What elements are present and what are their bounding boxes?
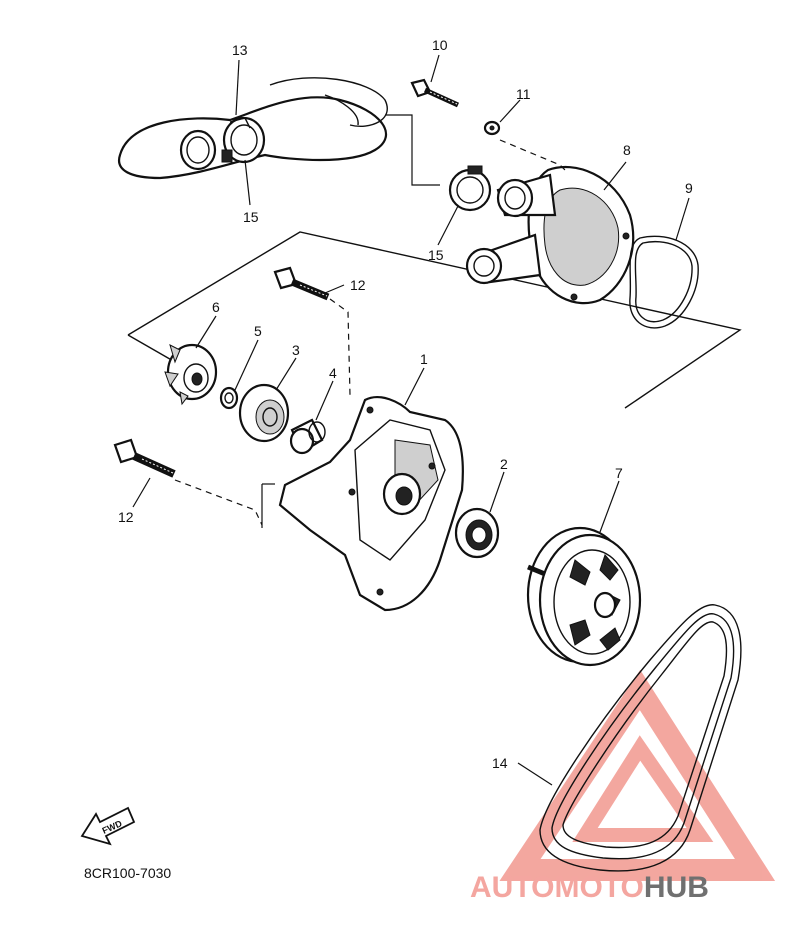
watermark-text: AUTOMOTOHUB	[470, 871, 709, 904]
label-part-5: 5	[254, 323, 262, 339]
part-8-pump-cover	[465, 165, 635, 305]
part-12-bolt-lower	[113, 438, 176, 478]
label-part-8: 8	[623, 142, 631, 158]
label-part-6: 6	[212, 299, 220, 315]
watermark-triangle-icon	[499, 669, 776, 881]
part-15-clamp-lower	[448, 165, 492, 212]
watermark-logo	[499, 669, 776, 881]
label-part-15-upper: 15	[243, 209, 259, 225]
part-13-belt	[539, 604, 742, 872]
part-12-bolt-upper	[273, 266, 330, 301]
assembly-outline	[127, 114, 742, 409]
part-3-seal	[238, 383, 290, 443]
part-labels: 13 15 10 11 8 9 15 12 6 5 3 4 1 2 7 12 1…	[118, 37, 693, 771]
part-5-washer	[219, 386, 239, 410]
part-9-gasket	[629, 235, 699, 329]
drawing-code: 8CR100-7030	[84, 865, 171, 881]
label-part-7: 7	[615, 465, 623, 481]
part-1-pump-housing	[278, 395, 464, 612]
label-part-15-lower: 15	[428, 247, 444, 263]
part-7-pulley	[526, 526, 642, 667]
label-part-10: 10	[432, 37, 448, 53]
label-part-2: 2	[500, 456, 508, 472]
label-part-13: 14	[492, 755, 508, 771]
label-part-14: 13	[232, 42, 248, 58]
label-part-11: 11	[516, 86, 531, 102]
watermark-auto: AUTO	[470, 871, 554, 904]
leader-lines	[132, 54, 690, 786]
part-4-collar	[289, 418, 326, 455]
label-part-12-lower: 12	[118, 509, 134, 525]
part-11-washer	[483, 120, 501, 136]
part-2-bearing	[454, 507, 500, 559]
forward-direction-arrow: FWD	[80, 806, 136, 846]
label-part-9: 9	[685, 180, 693, 196]
part-10-bolt	[410, 78, 460, 108]
label-part-1: 1	[420, 351, 428, 367]
fwd-arrow-icon	[80, 806, 136, 846]
label-part-12-upper: 12	[350, 277, 366, 293]
watermark-moto: MOTO	[554, 871, 643, 904]
label-part-4: 4	[329, 365, 337, 381]
watermark-hub: HUB	[644, 871, 709, 904]
label-part-3: 3	[292, 342, 300, 358]
part-6-impeller	[164, 343, 218, 406]
part-15-clamp-upper	[221, 116, 266, 164]
